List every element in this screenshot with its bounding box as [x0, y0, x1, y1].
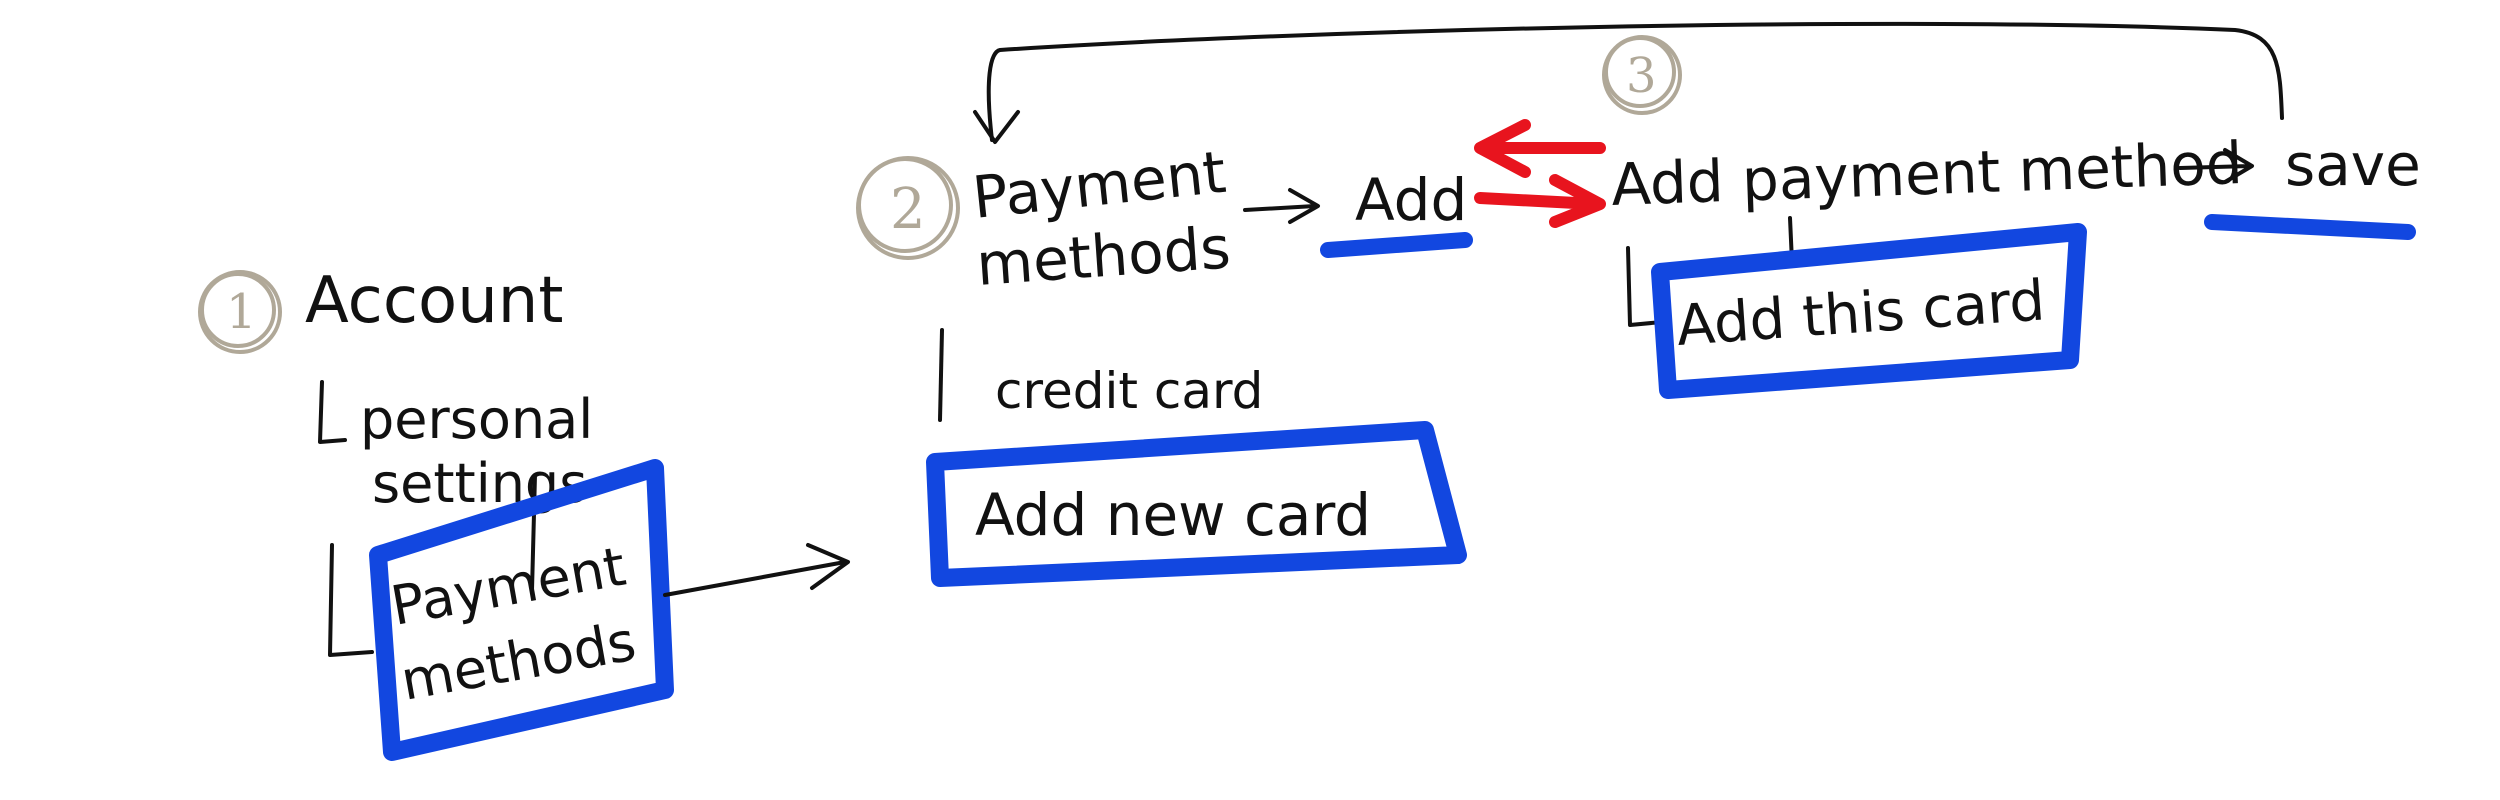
step-1-highlight-box — [369, 459, 674, 761]
swap-arrow-left — [1474, 119, 1606, 178]
step-2-highlight-box — [926, 421, 1467, 587]
step-1-box-branch-line — [328, 543, 374, 657]
step-3-box-label: Add this card — [1674, 268, 2047, 359]
step-1-marker-outline — [198, 270, 282, 354]
step-3: 3 Add payment method save Add this card — [1602, 35, 2421, 399]
step-2-to-add-arrow — [1243, 188, 1320, 224]
step-1-number: 1 — [226, 284, 257, 340]
step-2-add-label: Add — [1355, 166, 1467, 234]
step-1-title: Account — [305, 264, 563, 338]
step-1-sub-item-personal: personal — [360, 388, 593, 451]
step-3-save-underline — [2204, 214, 2416, 240]
step-2-add-underline — [1320, 232, 1473, 258]
step-3-to-save-arrow — [2178, 148, 2254, 184]
step-3-branch-line — [1626, 246, 1664, 327]
swap-arrow-right — [1474, 174, 1606, 228]
step-2: 2 Payment methods Add credit card Add ne… — [856, 138, 1473, 587]
step-1-to-step-2-arrow — [663, 543, 850, 597]
swap-arrows — [1474, 119, 1606, 228]
step-2-number: 2 — [890, 177, 926, 242]
step-3-highlight-box — [1651, 223, 2087, 399]
loop-back-arrow — [986, 21, 2284, 142]
step-3-number: 3 — [1626, 48, 1657, 104]
step-2-marker-outline — [856, 156, 960, 260]
step-2-sub-item-credit-card: credit card — [995, 362, 1263, 420]
step-3-save-label: save — [2285, 131, 2421, 199]
step-3-marker-outline — [1602, 35, 1682, 115]
step-1-branch-line — [318, 380, 347, 444]
step-3-title: Add payment method — [1610, 129, 2244, 219]
step-2-box-label: Add new card — [975, 481, 1371, 549]
step-2-branch-line — [938, 328, 944, 422]
step-1: 1 Account personal settings Payment meth… — [198, 264, 850, 761]
step-1-connector-line — [530, 473, 537, 592]
loop-back-arrowhead — [973, 110, 1020, 144]
